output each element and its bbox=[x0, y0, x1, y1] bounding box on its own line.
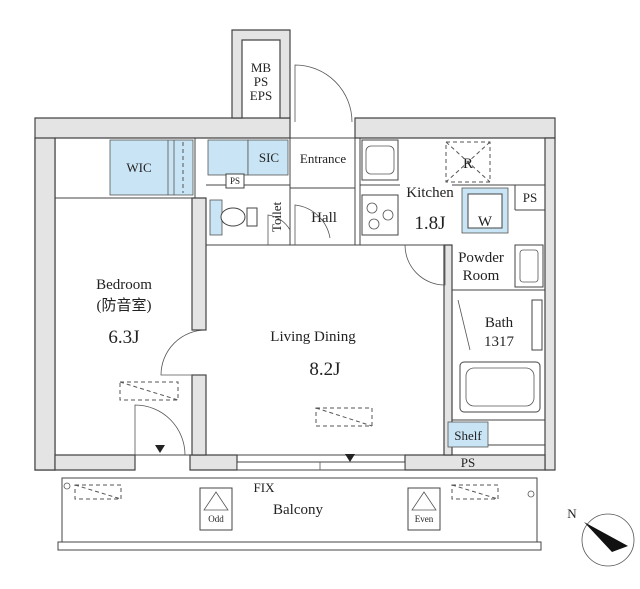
living-size: 8.2J bbox=[309, 359, 340, 380]
shoe-closet: SIC PS bbox=[207, 139, 289, 189]
shelf-label: Shelf bbox=[454, 428, 482, 443]
shelf: Shelf PS bbox=[447, 421, 489, 470]
powder-room: Powder Room bbox=[458, 244, 544, 288]
hall-label: Hall bbox=[311, 210, 337, 226]
entrance: Entrance bbox=[294, 64, 353, 166]
utility-shaft: MB PS EPS bbox=[250, 60, 272, 103]
wic-label: WIC bbox=[126, 160, 151, 175]
eps-label: EPS bbox=[250, 88, 272, 103]
kitchen-size: 1.8J bbox=[414, 213, 445, 234]
powder-label-1: Powder bbox=[458, 250, 504, 266]
north-arrow: N bbox=[567, 506, 635, 567]
ps-entrance-label: PS bbox=[230, 176, 240, 186]
entrance-label: Entrance bbox=[300, 151, 346, 166]
bath-label: Bath bbox=[485, 315, 514, 331]
fridge-label: R bbox=[463, 156, 473, 172]
bedroom-size: 6.3J bbox=[108, 327, 139, 348]
living-label: Living Dining bbox=[270, 329, 356, 345]
bedroom-jp-label: (防音室) bbox=[97, 297, 152, 314]
interior-lines bbox=[54, 137, 546, 456]
powder-label-2: Room bbox=[463, 268, 500, 284]
mb-label: MB bbox=[251, 60, 272, 75]
ps-washer-label: PS bbox=[523, 190, 537, 205]
toilet-room: Toilet bbox=[209, 199, 291, 245]
toilet-label: Toilet bbox=[269, 202, 284, 233]
bedroom: Bedroom (防音室) 6.3J bbox=[96, 277, 207, 456]
washer-space: W PS bbox=[461, 187, 537, 234]
kitchen: Kitchen 1.8J R bbox=[361, 139, 491, 286]
walk-in-closet: WIC bbox=[109, 139, 194, 196]
ps-shelf-label: PS bbox=[461, 455, 475, 470]
washer-label: W bbox=[478, 214, 493, 230]
balcony: FIX Balcony Odd Even bbox=[57, 477, 542, 551]
balcony-label: Balcony bbox=[273, 502, 323, 518]
bedroom-label: Bedroom bbox=[96, 277, 152, 293]
exterior-walls bbox=[34, 29, 556, 471]
odd-label: Odd bbox=[208, 514, 224, 524]
even-label: Even bbox=[415, 514, 434, 524]
sic-label: SIC bbox=[259, 150, 279, 165]
hall: Hall bbox=[294, 204, 337, 245]
north-label: N bbox=[567, 506, 577, 521]
kitchen-label: Kitchen bbox=[406, 185, 454, 201]
bath-size: 1317 bbox=[484, 334, 515, 350]
living-dining: Living Dining 8.2J bbox=[236, 329, 406, 471]
bathroom: Bath 1317 bbox=[457, 299, 543, 413]
ps-label: PS bbox=[254, 74, 268, 89]
fix-label: FIX bbox=[254, 480, 276, 495]
